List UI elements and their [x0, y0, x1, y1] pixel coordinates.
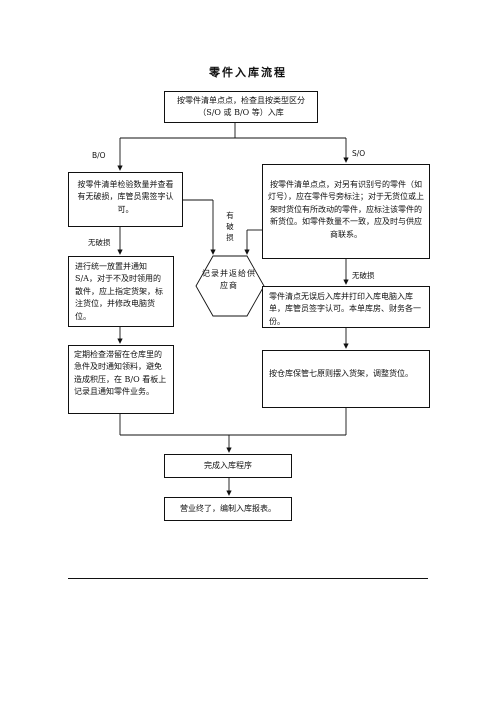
- step-so-check: 按零件清单点点，对另有识别号的零件（如灯号），应在零件号旁标注；对于无货位或上架…: [262, 164, 430, 259]
- step-bo-periodic: 定期检查滞留在仓库里的急件及时通知领料，避免造成积压，在 B/O 看板上记录且通…: [68, 345, 174, 414]
- footer-rule: [68, 578, 428, 579]
- step-end-text: 营业终了，编制入库报表。: [180, 504, 276, 513]
- step-complete: 完成入库程序: [164, 454, 292, 478]
- label-so-no-damage: 无破损: [352, 271, 375, 280]
- page-title: 零件入库流程: [209, 66, 287, 79]
- step-so-print: 零件清点无误后入库并打印入库电脑入库单，库管员签字认可。本单库房、财务各一份。: [262, 286, 430, 328]
- step-bo-unify-text: 进行统一放置并通知 S/A，对于不及时领用的散件，应上指定货架，标注货位，并修改…: [75, 262, 163, 321]
- step-start-text: 按零件清单点点，检查且按类型区分（S/O 或 B/O 等）入库: [177, 96, 305, 118]
- step-bo-periodic-text: 定期检查滞留在仓库里的急件及时通知领料，避免造成积压，在 B/O 看板上记录且通…: [74, 350, 167, 397]
- step-end: 营业终了，编制入库报表。: [164, 497, 292, 521]
- step-start: 按零件清单点点，检查且按类型区分（S/O 或 B/O 等）入库: [164, 91, 318, 123]
- step-bo-unify: 进行统一放置并通知 S/A，对于不及时领用的散件，应上指定货架，标注货位，并修改…: [68, 256, 174, 327]
- label-bo-no-damage: 无破损: [88, 238, 111, 247]
- step-bo-check: 按零件清单检验数量并查看有无破损，库管员需签字认可。: [68, 172, 183, 227]
- step-so-shelve-text: 按仓库保管七原则摆入货架，调整货位。: [269, 369, 413, 378]
- record-return-hexagon: [195, 255, 265, 317]
- step-complete-text: 完成入库程序: [204, 461, 252, 470]
- record-return-text: 记录并返给供应商: [202, 269, 256, 290]
- label-so: S/O: [352, 149, 366, 158]
- step-so-check-text: 按零件清单点点，对另有识别号的零件（如灯号），应在零件号旁标注；对于无货位或上架…: [268, 180, 424, 239]
- step-so-shelve: 按仓库保管七原则摆入货架，调整货位。: [262, 350, 430, 408]
- label-damaged: 有破损: [226, 211, 234, 242]
- step-so-print-text: 零件清点无误后入库并打印入库电脑入库单，库管员签字认可。本单库房、财务各一份。: [269, 292, 421, 326]
- step-bo-check-text: 按零件清单检验数量并查看有无破损，库管员需签字认可。: [77, 180, 174, 214]
- label-bo: B/O: [92, 151, 106, 160]
